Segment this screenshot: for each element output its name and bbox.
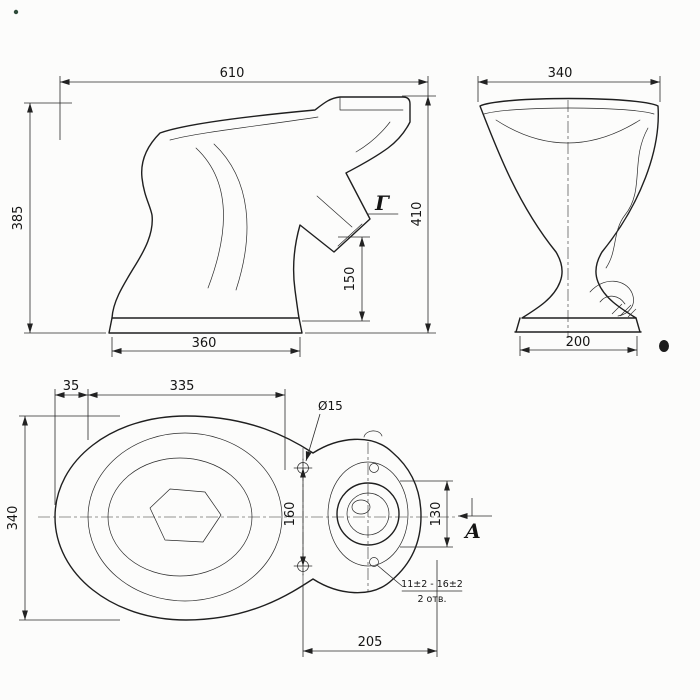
dim-side-610-text: 610 xyxy=(220,66,245,81)
front-rim-line xyxy=(483,107,655,115)
dim-front-340-text: 340 xyxy=(548,66,573,81)
plan-holes-note: 11±2 - 16±2 2 отв. xyxy=(376,564,463,605)
dim-plan-335: 335 xyxy=(88,379,286,470)
plan-hole-diameter-callout: Ø15 xyxy=(305,399,343,462)
front-opening-arc xyxy=(495,119,641,144)
dim-front-200: 200 xyxy=(519,335,638,356)
side-back-inner-curve xyxy=(355,121,391,153)
plan-note-line2: 2 отв. xyxy=(417,594,446,605)
dim-side-610: 610 xyxy=(59,66,429,140)
scan-speck xyxy=(13,9,19,15)
plan-outline xyxy=(54,415,422,621)
dim-plan-205-text: 205 xyxy=(358,635,383,650)
plan-outlet-highlight xyxy=(351,499,371,515)
dim-plan-130: 130 xyxy=(400,480,453,548)
dim-plan-340-text: 340 xyxy=(6,506,21,531)
dim-plan-160: 160 xyxy=(283,468,306,566)
plan-lobe-tab xyxy=(363,430,383,438)
plan-platform-hole-bottom xyxy=(369,557,379,567)
dim-plan-35-text: 35 xyxy=(63,379,80,394)
scan-artifact xyxy=(659,340,669,352)
plan-section-mark: А xyxy=(458,498,492,543)
dim-plan-35: 35 xyxy=(54,379,89,505)
front-trap-curve-2 xyxy=(599,295,626,305)
side-section-letter: Г xyxy=(374,191,390,215)
side-outlet-inner-line xyxy=(316,195,363,247)
dim-side-410: 410 xyxy=(305,95,436,334)
plan-water-outline xyxy=(149,488,222,543)
front-outline xyxy=(479,97,659,319)
plan-outlet-circle-outer xyxy=(336,482,400,546)
side-shelf-step xyxy=(339,96,404,111)
side-section-mark: Г xyxy=(367,191,399,215)
dim-side-410-text: 410 xyxy=(410,202,425,227)
dim-side-150: 150 xyxy=(302,236,370,322)
plan-platform-hole-top xyxy=(369,463,379,473)
plan-section-letter: А xyxy=(463,519,481,543)
dim-plan-160-text: 160 xyxy=(283,502,298,527)
side-base xyxy=(108,317,303,334)
dim-plan-335-text: 335 xyxy=(170,379,195,394)
side-view: 610 385 410 150 360 Г xyxy=(11,66,436,357)
dim-front-340: 340 xyxy=(477,66,661,102)
front-view: 340 200 xyxy=(477,66,661,356)
front-break-line xyxy=(605,127,649,269)
dim-plan-130-text: 130 xyxy=(429,502,444,527)
dim-side-385: 385 xyxy=(11,102,106,334)
dim-side-150-text: 150 xyxy=(343,267,358,292)
dim-side-385-text: 385 xyxy=(11,206,26,231)
plan-view: 35 335 Ø15 340 160 130 xyxy=(6,379,492,657)
front-base xyxy=(514,317,642,333)
front-section-hatching xyxy=(611,303,637,318)
dim-plan-340: 340 xyxy=(6,415,120,621)
side-bowl-inner-curve-1 xyxy=(195,147,224,289)
plan-hole-diameter-text: Ø15 xyxy=(318,399,343,413)
side-bowl-outline xyxy=(111,96,411,319)
front-trap-curve-1 xyxy=(589,280,634,317)
dim-plan-205: 205 xyxy=(302,560,438,657)
dim-front-200-text: 200 xyxy=(566,335,591,350)
side-seat-inner-line xyxy=(169,116,319,141)
dim-side-360: 360 xyxy=(111,336,301,357)
side-bowl-inner-curve-2 xyxy=(213,143,248,291)
dim-side-360-text: 360 xyxy=(192,336,217,351)
plan-note-line1: 11±2 - 16±2 xyxy=(401,579,463,590)
plan-platform-ellipse xyxy=(327,461,409,567)
